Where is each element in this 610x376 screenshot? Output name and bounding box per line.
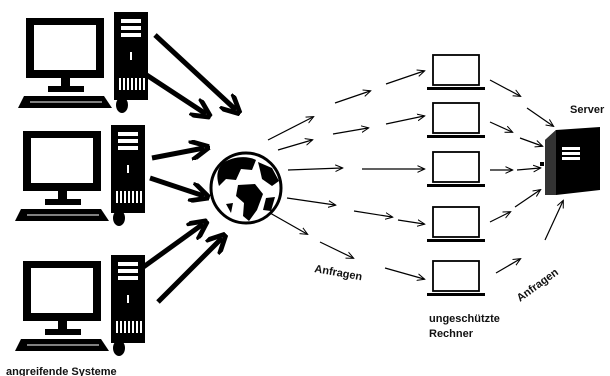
attack-arrow (153, 33, 236, 110)
forward-arrow (516, 168, 540, 170)
request-arrow (269, 212, 307, 234)
requests-label-left: Anfragen (313, 263, 363, 283)
attacker-pc-1 (17, 11, 149, 114)
desktop-computer-icon (14, 124, 146, 227)
attack-arrow (151, 148, 204, 158)
request-arrow (334, 91, 370, 104)
relay-laptops (426, 54, 486, 297)
attacker-pc-3 (14, 254, 146, 357)
server-tower-icon (540, 127, 600, 195)
globe-icon (209, 151, 283, 225)
request-arrow (353, 210, 392, 217)
request-arrow (277, 140, 312, 151)
attack-arrow (140, 69, 206, 114)
request-arrow (319, 241, 353, 258)
request-arrow (384, 267, 424, 279)
forward-arrow (514, 190, 540, 208)
attack-arrow (156, 238, 222, 304)
server-label: Server (570, 104, 605, 116)
request-arrow (286, 197, 335, 205)
laptop-icon (426, 151, 486, 188)
requests-label-right: Anfragen (515, 266, 561, 304)
forward-arrow (495, 259, 520, 274)
laptop-icon (426, 206, 486, 243)
desktop-computer-icon (14, 254, 146, 357)
forward-arrow (519, 137, 542, 146)
unprotected-label-line2: Rechner (429, 328, 474, 340)
attackers-label: angreifende Systeme (6, 366, 117, 376)
attack-arrow (140, 224, 203, 271)
desktop-computer-icon (17, 11, 149, 114)
request-arrow (287, 168, 342, 170)
request-arrow (332, 128, 368, 135)
laptop-icon (426, 54, 486, 91)
laptop-icon (426, 102, 486, 139)
forward-arrow (489, 121, 512, 132)
request-arrow (385, 71, 424, 85)
request-arrows (267, 71, 424, 279)
forward-arrow (489, 79, 520, 96)
request-arrow (397, 220, 424, 224)
forward-arrow (526, 107, 553, 126)
forward-arrow (544, 201, 563, 241)
unprotected-label-line1: ungeschützte (429, 313, 500, 325)
forward-arrow (489, 212, 510, 223)
attack-arrows (140, 33, 236, 304)
attacker-pc-2 (14, 124, 146, 227)
forward-arrows (489, 79, 563, 274)
attack-arrow (149, 175, 204, 196)
request-arrow (385, 116, 424, 125)
laptop-icon (426, 260, 486, 297)
request-arrow (267, 117, 313, 141)
